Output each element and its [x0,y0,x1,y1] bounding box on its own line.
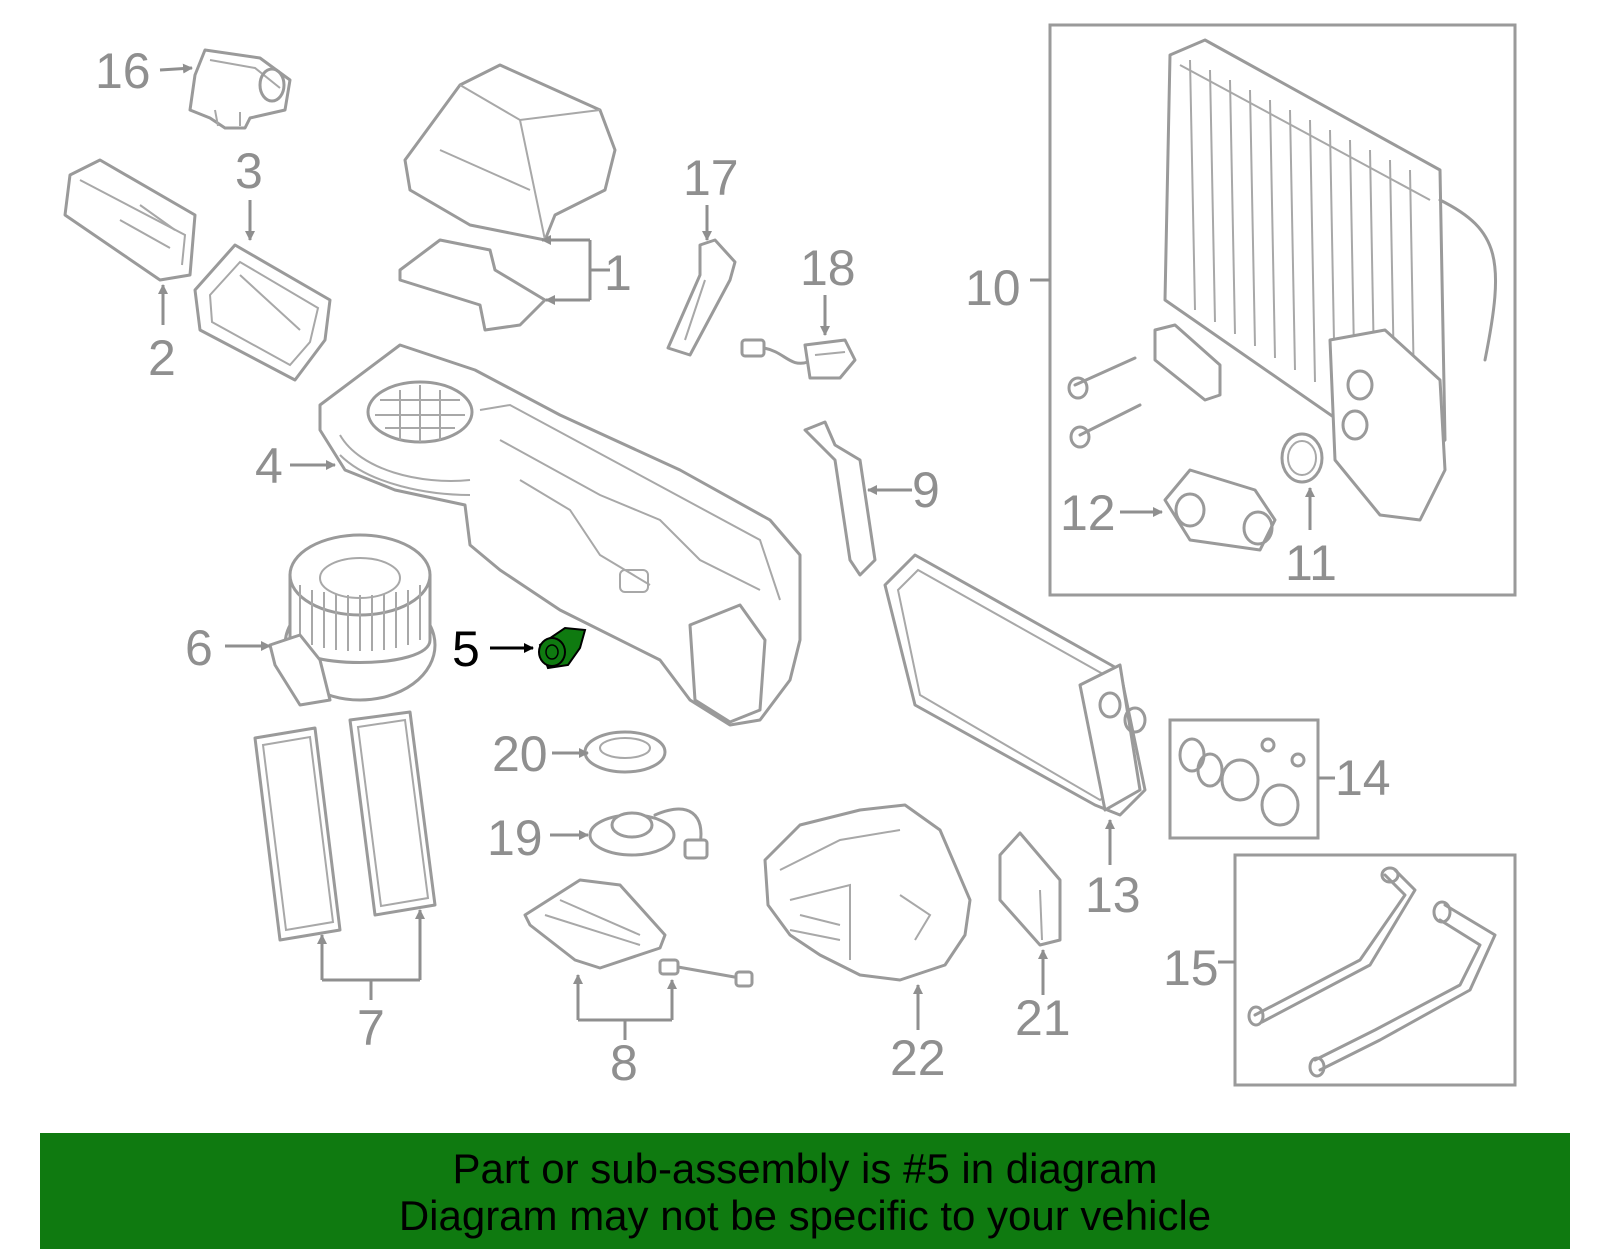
callout-2: 2 [148,330,176,386]
part-10-evaporator [1067,38,1498,522]
callout-10: 10 [965,260,1021,316]
footer-line-2: Diagram may not be specific to your vehi… [398,1192,1212,1239]
callout-17: 17 [683,150,739,206]
callout-11: 11 [1285,535,1337,591]
part-6-blower-motor [268,533,437,707]
callout-14: 14 [1335,750,1391,806]
callout-13: 13 [1085,867,1141,923]
callout-21: 21 [1015,990,1071,1046]
footer-banner: Part or sub-assembly is #5 in diagram Di… [40,1133,1570,1249]
callout-19: 19 [487,810,543,866]
part-15-hoses [1247,866,1497,1078]
callout-18: 18 [800,240,856,296]
part-1-duct-covers [398,63,617,332]
part-8-lower-cover [523,878,754,988]
footer-line-1: Part or sub-assembly is #5 in diagram [452,1145,1158,1192]
part-16-sensor [188,48,292,130]
part-5-blower-resistor [538,626,587,670]
callout-6: 6 [185,620,213,676]
callout-9: 9 [912,462,940,518]
callout-4: 4 [255,438,283,494]
part-19-grommet [588,807,709,860]
part-22-module [763,803,972,982]
part-13-heater-core [883,553,1147,817]
callout-5: 5 [452,621,480,677]
part-3-seal [193,243,332,382]
callout-20: 20 [492,726,548,782]
callout-1: 1 [604,245,632,301]
part-17-bracket [666,238,737,357]
evaporator-kit-box [1048,23,1517,597]
callout-15: 15 [1163,940,1219,996]
part-14-seal-kit [1178,737,1306,827]
callout-16: 16 [95,43,151,99]
part-7-cabin-filters [253,710,437,942]
hose-kit-box [1233,853,1517,1087]
callout-12: 12 [1060,485,1116,541]
part-9-bracket [803,420,877,577]
part-20-ring [583,730,667,774]
part-4-hvac-housing [318,343,802,727]
part-21-bracket [998,831,1062,947]
part-18-sensor [740,338,857,380]
part-11-o-ring [1280,432,1324,484]
callout-3: 3 [235,143,263,199]
callout-7: 7 [357,1000,385,1056]
part-12-expansion-valve [1163,468,1277,552]
callout-22: 22 [890,1030,946,1086]
callout-8: 8 [610,1035,638,1091]
part-2-cover [63,158,197,282]
